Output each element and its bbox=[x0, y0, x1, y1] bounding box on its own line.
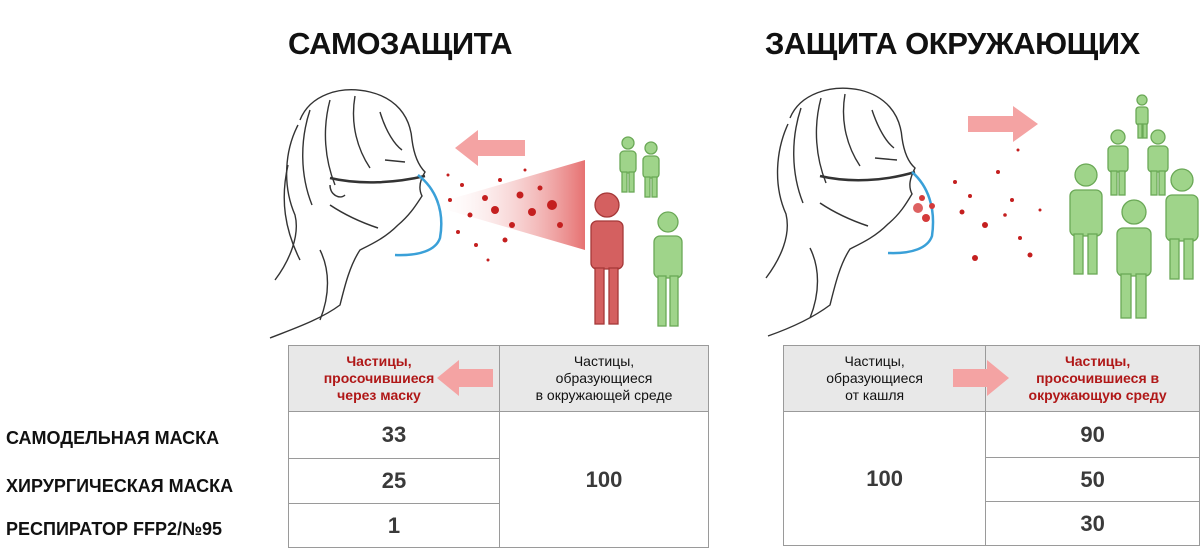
arrow-left-icon bbox=[455, 130, 525, 166]
right-table: Частицы, образующиеся от кашля Частицы, … bbox=[782, 345, 1200, 546]
value-leaked-respirator: 30 bbox=[985, 501, 1200, 546]
right-head-sketch bbox=[765, 87, 916, 337]
particle-cone bbox=[430, 160, 585, 250]
header-filtered-text: Частицы, просочившиеся через маску bbox=[323, 353, 435, 403]
left-particles bbox=[446, 168, 563, 262]
value-leaked-homemade: 90 bbox=[985, 411, 1200, 458]
header-cough-particles: Частицы, образующиеся от кашля bbox=[782, 345, 1010, 412]
arrow-right-table-icon bbox=[953, 360, 1010, 396]
row-label-surgical-mask: ХИРУРГИЧЕСКАЯ МАСКА bbox=[6, 476, 234, 496]
left-table: Частицы, просочившиеся через маску Части… bbox=[288, 345, 709, 548]
value-respirator: 1 bbox=[288, 503, 500, 548]
value-leaked-surgical: 50 bbox=[985, 457, 1200, 502]
value-homemade-mask: 33 bbox=[288, 411, 500, 459]
left-people bbox=[590, 136, 683, 327]
arrow-right-icon bbox=[968, 106, 1038, 142]
right-mask bbox=[819, 170, 935, 255]
arrow-left-table-icon bbox=[437, 360, 493, 396]
title-self-protection: САМОЗАЩИТА bbox=[288, 26, 513, 61]
header-env-particles: Частицы, образующиеся в окружающей среде bbox=[499, 345, 709, 412]
left-head-sketch bbox=[269, 89, 426, 339]
header-filtered-particles: Частицы, просочившиеся через маску bbox=[288, 345, 500, 412]
right-mouth-particles bbox=[913, 195, 935, 222]
value-cough-particles: 100 bbox=[782, 411, 987, 546]
row-label-respirator: РЕСПИРАТОР FFP2/№95 bbox=[6, 519, 223, 539]
right-particles bbox=[953, 148, 1042, 261]
header-cough-text: Частицы, образующиеся от кашля bbox=[826, 353, 923, 403]
value-env-particles: 100 bbox=[499, 411, 709, 548]
right-people bbox=[1069, 94, 1199, 319]
left-mask bbox=[329, 174, 443, 257]
header-leaked-particles: Частицы, просочившиеся в окружающую сред… bbox=[985, 345, 1200, 412]
title-protecting-others: ЗАЩИТА ОКРУЖАЮЩИХ bbox=[765, 26, 1140, 61]
value-surgical-mask: 25 bbox=[288, 458, 500, 504]
row-label-homemade-mask: САМОДЕЛЬНАЯ МАСКА bbox=[6, 428, 220, 448]
